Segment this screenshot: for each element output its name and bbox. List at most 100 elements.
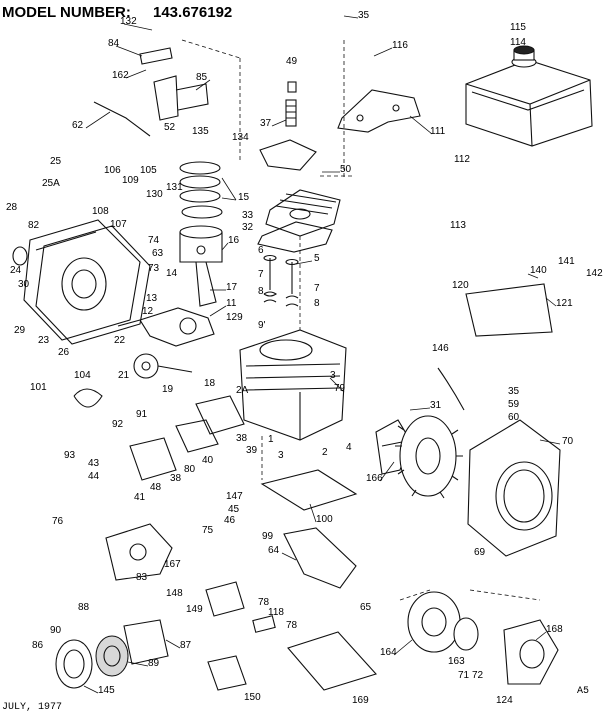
callout-63: 63 xyxy=(152,248,164,259)
cylinder-block xyxy=(239,329,347,441)
fuel-tank xyxy=(465,45,593,147)
callout-44: 44 xyxy=(88,471,100,482)
callout-73: 73 xyxy=(148,263,160,274)
callout-3: 3 xyxy=(330,370,336,381)
footer-code: A5 xyxy=(577,686,589,697)
callout-115: 115 xyxy=(510,22,526,33)
callout-148: 148 xyxy=(166,588,183,599)
callout-85: 85 xyxy=(196,72,208,83)
callout-141: 141 xyxy=(558,256,575,267)
callout-108: 108 xyxy=(92,206,109,217)
callout-121: 121 xyxy=(556,298,573,309)
callout-132: 132 xyxy=(120,16,137,27)
callout-86: 86 xyxy=(32,640,44,651)
callout-72: 72 xyxy=(472,670,484,681)
callout-32: 32 xyxy=(242,222,254,233)
callout-107: 107 xyxy=(110,219,127,230)
callout-120: 120 xyxy=(452,280,469,291)
callout-45: 45 xyxy=(228,504,240,515)
callout-29: 29 xyxy=(14,325,26,336)
callout-49: 49 xyxy=(286,56,298,67)
callout-18: 18 xyxy=(204,378,216,389)
callout-7b: 7 xyxy=(314,283,320,294)
callout-22: 22 xyxy=(114,335,126,346)
piston xyxy=(179,225,223,263)
callout-140: 140 xyxy=(530,265,547,276)
callout-93: 93 xyxy=(64,450,76,461)
spark-plug xyxy=(285,81,297,127)
callout-167: 167 xyxy=(164,559,181,570)
callout-30: 30 xyxy=(18,279,30,290)
callout-109: 109 xyxy=(122,175,139,186)
callout-52: 52 xyxy=(164,122,176,133)
tank-bracket xyxy=(337,89,421,133)
callout-87: 87 xyxy=(180,640,192,651)
callout-78b: 78 xyxy=(286,620,298,631)
callout-71: 71 xyxy=(458,670,470,681)
callout-25: 25 xyxy=(50,156,62,167)
sump-deflector xyxy=(283,527,357,589)
callout-15: 15 xyxy=(238,192,250,203)
callout-24: 24 xyxy=(10,265,22,276)
callout-113: 113 xyxy=(450,220,466,231)
callout-8b: 8 xyxy=(314,298,320,309)
callout-164: 164 xyxy=(380,647,397,658)
callout-60: 60 xyxy=(508,412,520,423)
callout-28: 28 xyxy=(6,202,18,213)
leader-lines xyxy=(83,15,561,694)
callout-41: 41 xyxy=(134,492,146,503)
callout-112: 112 xyxy=(454,154,470,165)
governor-link xyxy=(93,101,151,137)
cam-gear xyxy=(133,353,193,379)
callout-69: 69 xyxy=(474,547,486,558)
air-baffle xyxy=(465,283,553,337)
choke-plate xyxy=(205,581,245,617)
callout-134: 134 xyxy=(232,132,249,143)
model-number-label: MODEL NUMBER: xyxy=(2,4,131,21)
head-shroud xyxy=(259,139,317,171)
callout-64: 64 xyxy=(268,545,280,556)
control-bracket xyxy=(139,47,209,121)
cylinder-head xyxy=(265,189,341,237)
callout-19: 19 xyxy=(162,384,174,395)
model-number-value: 143.676192 xyxy=(153,4,232,21)
callout-169: 169 xyxy=(352,695,369,706)
callout-2A: 2A xyxy=(236,385,249,396)
callout-3b: 3 xyxy=(278,450,284,461)
callout-80: 80 xyxy=(184,464,196,475)
callout-124: 124 xyxy=(496,695,513,706)
callout-9': 9' xyxy=(258,320,266,331)
callout-118: 118 xyxy=(268,607,284,618)
carburetor xyxy=(105,523,173,581)
crankshaft xyxy=(117,307,215,347)
flywheel xyxy=(395,415,463,499)
callout-104: 104 xyxy=(74,370,91,381)
head-gasket xyxy=(257,221,333,253)
callout-1: 1 xyxy=(268,434,274,445)
callout-91: 91 xyxy=(136,409,148,420)
callout-106: 106 xyxy=(104,165,121,176)
callout-130: 130 xyxy=(146,189,163,200)
callout-37: 37 xyxy=(260,118,272,129)
oil-seal xyxy=(12,246,28,266)
callout-92: 92 xyxy=(112,419,124,430)
mounting-plate xyxy=(129,437,177,481)
callout-82: 82 xyxy=(28,220,40,231)
callout-12: 12 xyxy=(142,306,154,317)
callout-150: 150 xyxy=(244,692,261,703)
callout-48: 48 xyxy=(150,482,162,493)
callout-65: 65 xyxy=(360,602,372,613)
tube-101 xyxy=(73,388,103,408)
callout-13: 13 xyxy=(146,293,158,304)
callout-83: 83 xyxy=(136,572,148,583)
callout-5: 5 xyxy=(314,253,320,264)
callout-6: 6 xyxy=(258,245,264,256)
callout-76: 76 xyxy=(52,516,64,527)
callout-89: 89 xyxy=(148,658,160,669)
callout-135: 135 xyxy=(192,126,209,137)
callout-35: 35 xyxy=(358,10,370,21)
callout-79: 79 xyxy=(334,383,346,394)
callout-40: 40 xyxy=(202,455,214,466)
